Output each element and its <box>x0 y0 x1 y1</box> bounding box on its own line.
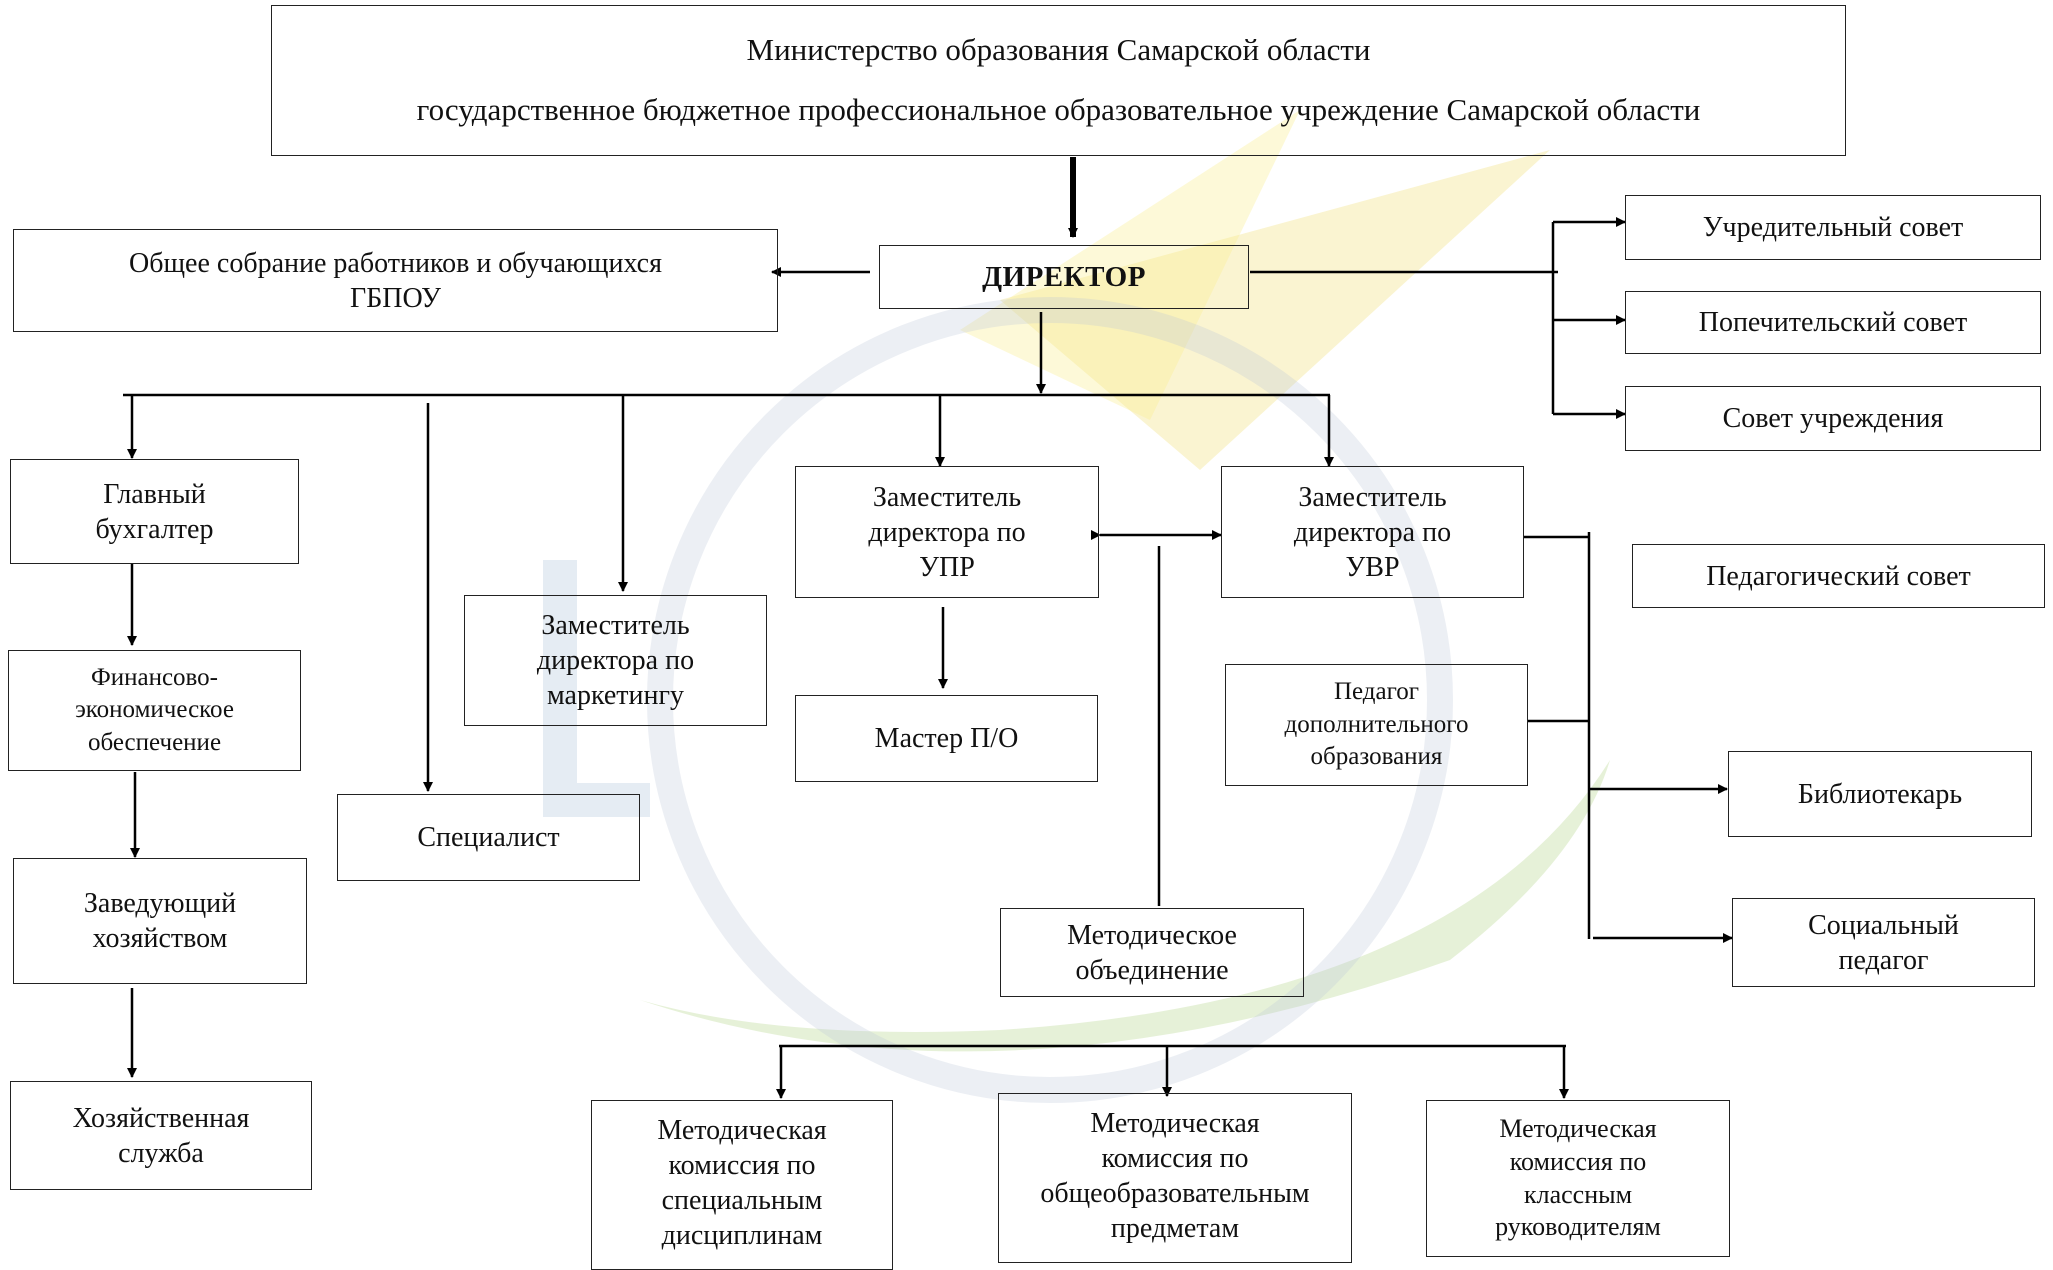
social-teacher-box: Социальный педагог <box>1732 898 2035 987</box>
specialist-box: Специалист <box>337 794 640 881</box>
methodical-association-box: Методическое объединение <box>1000 908 1304 997</box>
chief-accountant-box: Главный бухгалтер <box>10 459 299 564</box>
institution-title: государственное бюджетное профессиональн… <box>416 92 1701 128</box>
deputy-upr-label: Заместитель директора по УПР <box>868 481 1026 583</box>
commission-general-label: Методическая комиссия по общеобразовател… <box>1040 1108 1310 1244</box>
institution-council-label: Совет учреждения <box>1722 403 1944 434</box>
master-po-label: Мастер П/О <box>874 723 1019 754</box>
additional-ed-teacher-box: Педагог дополнительного образования <box>1225 664 1528 786</box>
deputy-upr-box: Заместитель директора по УПР <box>795 466 1099 598</box>
chief-accountant-label: Главный бухгалтер <box>95 478 214 545</box>
trustee-council-box: Попечительский совет <box>1625 291 2041 354</box>
librarian-label: Библиотекарь <box>1797 778 1963 810</box>
commission-special-label: Методическая комиссия по специальным дис… <box>657 1115 827 1251</box>
commission-special-box: Методическая комиссия по специальным дис… <box>591 1100 893 1270</box>
household-service-label: Хозяйственная служба <box>72 1102 250 1169</box>
finance-box: Финансово- экономическое обеспечение <box>8 650 301 771</box>
pedagogical-council-label: Педагогический совет <box>1706 560 1971 592</box>
institution-council-box: Совет учреждения <box>1625 386 2041 451</box>
finance-label: Финансово- экономическое обеспечение <box>75 663 234 756</box>
additional-ed-teacher-label: Педагог дополнительного образования <box>1284 678 1469 771</box>
director-box: ДИРЕКТОР <box>879 245 1249 309</box>
director-label: ДИРЕКТОР <box>982 260 1146 293</box>
social-teacher-label: Социальный педагог <box>1808 909 1959 976</box>
deputy-marketing-label: Заместитель директора по маркетингу <box>536 610 695 711</box>
librarian-box: Библиотекарь <box>1728 751 2032 837</box>
specialist-label: Специалист <box>417 822 560 853</box>
methodical-association-label: Методическое объединение <box>1067 919 1237 986</box>
ministry-header: Министерство образования Самарской облас… <box>271 5 1846 156</box>
founding-council-label: Учредительный совет <box>1702 212 1964 243</box>
household-head-box: Заведующий хозяйством <box>13 858 307 984</box>
commission-general-box: Методическая комиссия по общеобразовател… <box>998 1093 1352 1263</box>
founding-council-box: Учредительный совет <box>1625 195 2041 260</box>
trustee-council-label: Попечительский совет <box>1698 307 1968 338</box>
commission-class-box: Методическая комиссия по классным руково… <box>1426 1100 1730 1257</box>
ministry-title: Министерство образования Самарской облас… <box>746 31 1371 67</box>
deputy-uvr-box: Заместитель директора по УВР <box>1221 466 1524 598</box>
household-head-label: Заведующий хозяйством <box>83 888 237 954</box>
deputy-marketing-box: Заместитель директора по маркетингу <box>464 595 767 726</box>
general-meeting-label: Общее собрание работников и обучающихся … <box>129 247 662 314</box>
commission-class-label: Методическая комиссия по классным руково… <box>1495 1114 1661 1242</box>
pedagogical-council-box: Педагогический совет <box>1632 544 2045 608</box>
household-service-box: Хозяйственная служба <box>10 1081 312 1190</box>
master-po-box: Мастер П/О <box>795 695 1098 782</box>
general-meeting-box: Общее собрание работников и обучающихся … <box>13 229 778 332</box>
deputy-uvr-label: Заместитель директора по УВР <box>1293 481 1452 583</box>
